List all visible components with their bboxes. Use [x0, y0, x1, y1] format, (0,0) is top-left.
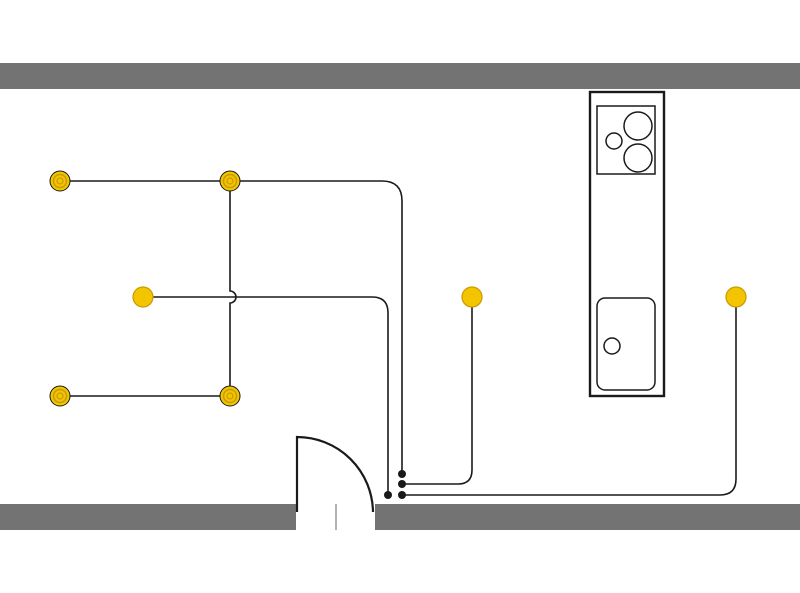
bottom-wall-left: [0, 504, 296, 530]
ceiling-light-4[interactable]: [219, 385, 241, 407]
ceiling-light-1[interactable]: [49, 170, 71, 192]
wire-segment: [402, 297, 473, 485]
pendant-light-icon: [132, 286, 154, 308]
pendant-light-icon: [461, 286, 483, 308]
wire-segment: [143, 296, 389, 495]
wire-segment: [229, 181, 237, 396]
wire-segment: [402, 297, 737, 496]
fixtures-layer: [49, 170, 747, 407]
switch-dot-icon[interactable]: [398, 480, 406, 488]
wire-segment: [230, 180, 403, 474]
door-swing-icon[interactable]: [295, 435, 375, 530]
top-wall: [0, 63, 800, 89]
recessed-light-icon: [56, 392, 64, 400]
pendant-light-1[interactable]: [132, 286, 154, 308]
sink-icon: [596, 297, 656, 391]
wiring: [60, 180, 737, 496]
recessed-light-icon: [56, 177, 64, 185]
ceiling-light-2[interactable]: [219, 170, 241, 192]
recessed-light-icon: [226, 392, 234, 400]
switch-dot-icon[interactable]: [398, 470, 406, 478]
pendant-light-icon: [725, 286, 747, 308]
kitchen-counter: [588, 90, 666, 398]
recessed-light-icon: [226, 177, 234, 185]
bottom-wall-right: [375, 504, 800, 530]
switch-dot-icon[interactable]: [384, 491, 392, 499]
pendant-light-2[interactable]: [461, 286, 483, 308]
cooktop-icon: [596, 105, 656, 175]
switch-dot-icon[interactable]: [398, 491, 406, 499]
pendant-light-3[interactable]: [725, 286, 747, 308]
ceiling-light-3[interactable]: [49, 385, 71, 407]
switch-group[interactable]: [384, 470, 406, 499]
